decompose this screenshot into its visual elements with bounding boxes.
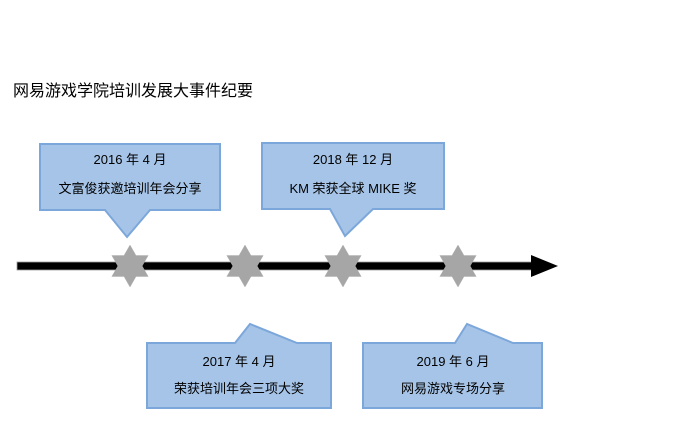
event-description: 文富俊获邀培训年会分享 bbox=[58, 181, 202, 196]
timeline-arrow-icon bbox=[531, 255, 558, 277]
speech-bubble-up-icon bbox=[362, 322, 543, 409]
speech-bubble-down-icon bbox=[261, 142, 445, 238]
callout-2018-12: 2018 年 12 月 KM 荣获全球 MIKE 奖 bbox=[261, 142, 445, 238]
star-marker-icon bbox=[439, 244, 477, 288]
speech-bubble-up-icon bbox=[146, 322, 332, 409]
diagram-title: 网易游戏学院培训发展大事件纪要 bbox=[13, 83, 254, 100]
star-marker-icon bbox=[111, 244, 149, 288]
event-description: 网易游戏专场分享 bbox=[400, 381, 505, 396]
callout-bubble-shape bbox=[39, 143, 221, 239]
event-date: 2017 年 4 月 bbox=[202, 354, 276, 369]
event-description: KM 荣获全球 MIKE 奖 bbox=[289, 181, 417, 196]
star-marker-icon bbox=[324, 244, 362, 288]
event-date: 2019 年 6 月 bbox=[416, 354, 490, 369]
callout-bubble-shape bbox=[261, 142, 445, 238]
star-marker-icon bbox=[226, 244, 264, 288]
timeline-axis bbox=[16, 244, 558, 288]
event-date: 2018 年 12 月 bbox=[312, 152, 394, 167]
callout-bubble-shape bbox=[362, 322, 543, 409]
event-description: 荣获培训年会三项大奖 bbox=[173, 381, 304, 396]
callout-2016-04: 2016 年 4 月 文富俊获邀培训年会分享 bbox=[39, 143, 221, 239]
speech-bubble-down-icon bbox=[39, 143, 221, 239]
callout-bubble-shape bbox=[146, 322, 332, 409]
callout-2019-06: 2019 年 6 月 网易游戏专场分享 bbox=[362, 321, 544, 409]
callout-2017-04: 2017 年 4 月 荣获培训年会三项大奖 bbox=[146, 321, 332, 409]
event-date: 2016 年 4 月 bbox=[93, 152, 167, 167]
